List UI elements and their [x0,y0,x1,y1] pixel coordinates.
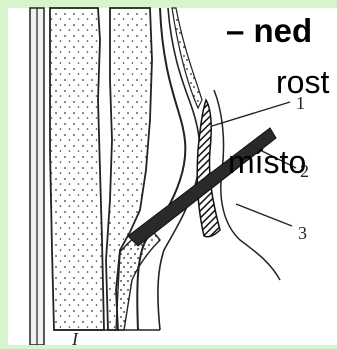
heading-fragment-3: místo [228,146,306,178]
heading-fragment-1: – ned [226,14,312,47]
label-number-3: 3 [298,224,307,242]
label-number-1: 1 [296,94,305,112]
dotted-column-left [50,8,104,330]
label-number-2: 2 [300,162,309,180]
label-roman-i: I [72,330,78,348]
